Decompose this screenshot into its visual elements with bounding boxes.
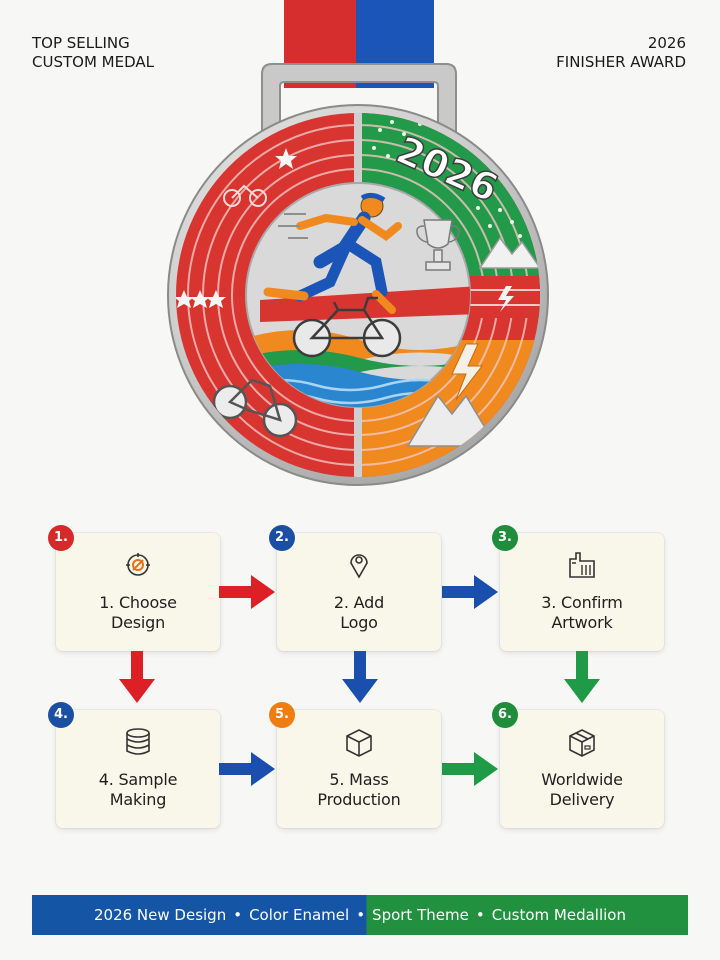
medal-illustration: 2026: [167, 0, 549, 486]
bicycle-icon: [292, 296, 402, 358]
star-icon: [176, 148, 297, 308]
delivery-box-icon: [569, 729, 595, 757]
arrow-down-1-4: [119, 651, 155, 703]
logo-pin-icon: [350, 554, 368, 579]
arrow-right-1-2: [219, 575, 275, 609]
top-right-line1: 2026: [647, 34, 686, 52]
step-3-badge: 3.: [492, 525, 518, 551]
step-6-badge: 6.: [492, 702, 518, 728]
separator-dot: •: [233, 906, 243, 924]
feature-sport-theme: Sport Theme: [372, 906, 469, 924]
bicycle-icon-small: [212, 378, 298, 438]
sample-stack-icon: [126, 728, 150, 755]
arrow-right-5-6: [442, 752, 498, 786]
step-2-badge: 2.: [269, 525, 295, 551]
design-target-icon: [126, 553, 150, 576]
feature-custom-medallion: Custom Medallion: [491, 906, 626, 924]
arrow-down-3-6: [564, 651, 600, 703]
runner-icon: [263, 192, 402, 314]
top-right-line2: FINISHER AWARD: [556, 53, 686, 71]
lightning-icon: [498, 286, 514, 312]
arrow-right-4-5: [219, 752, 275, 786]
step-4-badge: 4.: [48, 702, 74, 728]
artwork-factory-icon: [569, 552, 595, 578]
feature-new-design: 2026 New Design: [93, 906, 227, 924]
arrow-right-2-3: [442, 575, 498, 609]
top-right-label: 2026 FINISHER AWARD: [556, 34, 686, 72]
feature-color-enamel: Color Enamel: [249, 906, 350, 924]
production-box-icon: [346, 729, 372, 757]
step-1-badge: 1.: [48, 525, 74, 551]
trophy-icon: [416, 219, 460, 271]
separator-dot: •: [475, 906, 485, 924]
feature-banner: 2026 New Design • Color Enamel • Sport Theme…: [32, 895, 688, 935]
top-left-line2: CUSTOM MEDAL: [32, 53, 154, 71]
separator-dot: •: [356, 906, 366, 924]
mountain-icon: [478, 236, 540, 269]
top-left-label: TOP SELLING CUSTOM MEDAL: [32, 34, 154, 72]
top-left-line1: TOP SELLING: [32, 34, 130, 52]
arrow-down-2-5: [342, 651, 378, 703]
step-5-badge: 5.: [269, 702, 295, 728]
